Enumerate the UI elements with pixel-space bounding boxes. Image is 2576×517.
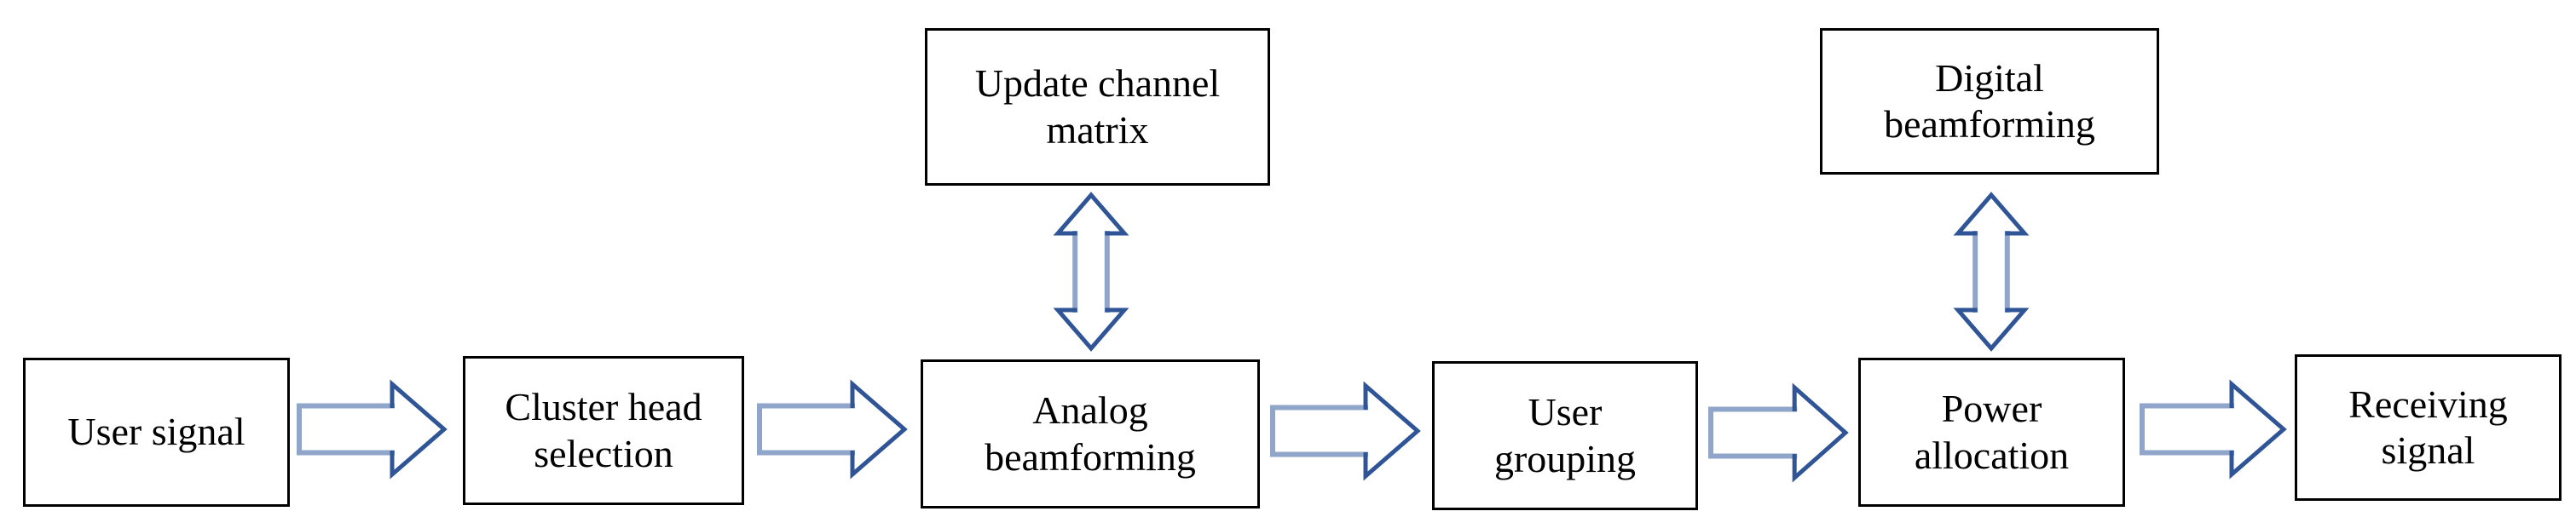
node-receiving-signal[interactable]: Receiving signal: [2295, 354, 2562, 501]
arrow-analog-beamforming-to-user-grouping-icon: [1270, 381, 1421, 481]
arrow-user-grouping-to-power-allocation-icon: [1708, 382, 1849, 483]
node-digital-beamforming[interactable]: Digital beamforming: [1820, 28, 2159, 175]
arrow-cluster-head-to-analog-beamforming-icon: [757, 379, 908, 480]
node-user-signal[interactable]: User signal: [23, 358, 290, 507]
arrow-power-allocation-to-receiving-signal-icon: [2140, 379, 2287, 480]
arrow-user-signal-to-cluster-head-icon: [297, 379, 448, 480]
node-power-allocation[interactable]: Power allocation: [1858, 358, 2125, 507]
arrow-update-channel-matrix-double-icon: [1053, 192, 1129, 352]
node-cluster-head-selection[interactable]: Cluster head selection: [463, 356, 744, 505]
arrow-digital-beamforming-double-icon: [1953, 192, 2030, 352]
node-update-channel-matrix[interactable]: Update channel matrix: [925, 28, 1270, 186]
node-user-grouping[interactable]: User grouping: [1432, 361, 1698, 510]
node-analog-beamforming[interactable]: Analog beamforming: [921, 359, 1260, 508]
